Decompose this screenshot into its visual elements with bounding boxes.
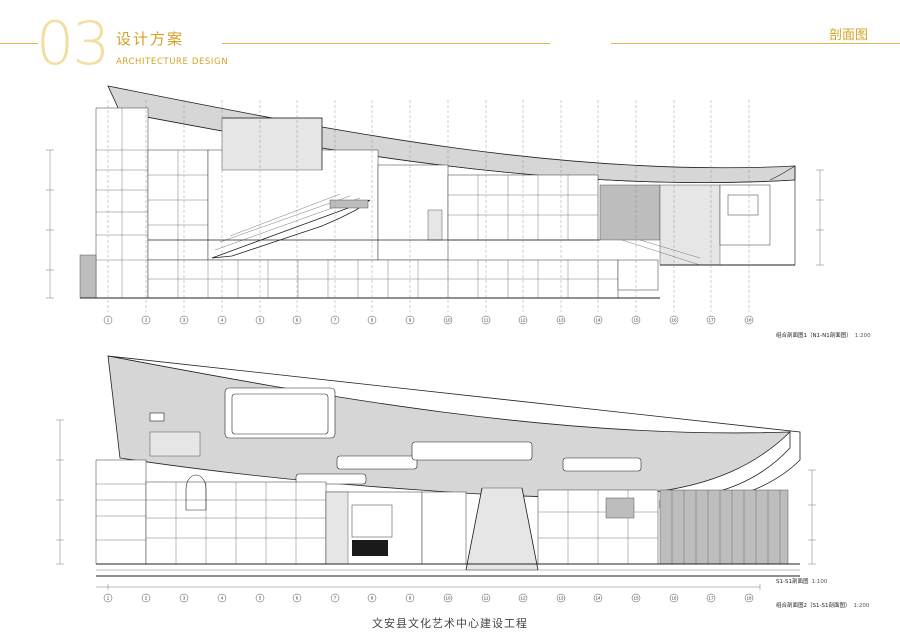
- section-1-axis-label: 17: [708, 318, 714, 323]
- section-2-axis-label: 8: [371, 596, 374, 601]
- section-2-curtain-wall: [659, 489, 789, 565]
- project-name: 文安县文化艺术中心建设工程: [372, 617, 528, 630]
- section-number: 03: [36, 9, 110, 79]
- section-1-axis-label: 16: [671, 318, 677, 323]
- section-1-axis-label: 6: [296, 318, 299, 323]
- drawing-type-label: 剖面图: [829, 28, 869, 43]
- page-subtitle: ARCHITECTURE DESIGN: [116, 57, 229, 67]
- section-2-axis-label: 10: [445, 596, 451, 601]
- page-title: 设计方案: [116, 30, 185, 48]
- section-1-axis-label: 18: [746, 318, 752, 323]
- section-1-flytower: [221, 117, 323, 171]
- section-1-axis-label: 4: [221, 318, 224, 323]
- section-2-funnel-atrium: [465, 487, 539, 571]
- section-2-caption: 组合剖面图2（S1-S1剖面图）1:200: [776, 601, 869, 609]
- section-2-axis-label: 16: [671, 596, 677, 601]
- section-2-axis-label: 9: [409, 596, 412, 601]
- section-1-axis-label: 13: [558, 318, 564, 323]
- section-2-axis-label: 1: [107, 596, 110, 601]
- section-1-axis-label: 11: [484, 318, 489, 323]
- section-2-caption-text: 组合剖面图2（S1-S1剖面图）: [776, 603, 851, 609]
- section-1-seating: [211, 199, 371, 259]
- section-2-left-block: [95, 459, 147, 565]
- section-1-axis-label: 5: [259, 318, 262, 323]
- section-1-grid-axes: [107, 100, 750, 312]
- section-2-axis-label: 12: [520, 596, 526, 601]
- section-1-axis-label: 14: [595, 318, 601, 323]
- section-2-axis-label: 17: [708, 596, 714, 601]
- section-2-axis-label: 14: [595, 596, 601, 601]
- section-2-axis-label: 5: [259, 596, 262, 601]
- section-1-axis-label: 10: [445, 318, 451, 323]
- section-2-axis-label: 2: [145, 596, 148, 601]
- section-2-axis-label: 18: [746, 596, 752, 601]
- section-1-scale: 1:200: [854, 333, 871, 339]
- section-2-sub-caption-text: S1-S1剖面图: [776, 579, 809, 585]
- header-rule-right: [611, 43, 900, 44]
- section-2-scale: 1:200: [853, 603, 870, 609]
- section-1-caption-text: 组合剖面图1（N1-N1剖面图）: [776, 333, 852, 339]
- section-1-axis-label: 2: [145, 318, 148, 323]
- header-rule-middle: [222, 43, 550, 44]
- section-2-axis-label: 7: [334, 596, 337, 601]
- section-2-axis-label: 4: [221, 596, 224, 601]
- section-2-axis-label: 3: [183, 596, 186, 601]
- section-2-axis-label: 15: [633, 596, 639, 601]
- section-1-drawing: [46, 85, 824, 312]
- section-1-axis-label: 1: [107, 318, 110, 323]
- section-1-axis-label: 8: [371, 318, 374, 323]
- section-2-axis-label: 13: [558, 596, 564, 601]
- section-1-axis-label: 15: [633, 318, 639, 323]
- section-1-caption: 组合剖面图1（N1-N1剖面图）1:200: [776, 331, 871, 339]
- section-1-axis-label: 7: [334, 318, 337, 323]
- section-1-atrium: [599, 184, 661, 241]
- section-1-axis-label: 9: [409, 318, 412, 323]
- header-rule-left: [0, 43, 38, 44]
- section-1-axis-label: 12: [520, 318, 526, 323]
- section-1-axis-label: 3: [183, 318, 186, 323]
- section-2-axis-label: 6: [296, 596, 299, 601]
- section-2-sub-scale: 1:100: [811, 579, 828, 585]
- section-2-axis-label: 11: [484, 596, 489, 601]
